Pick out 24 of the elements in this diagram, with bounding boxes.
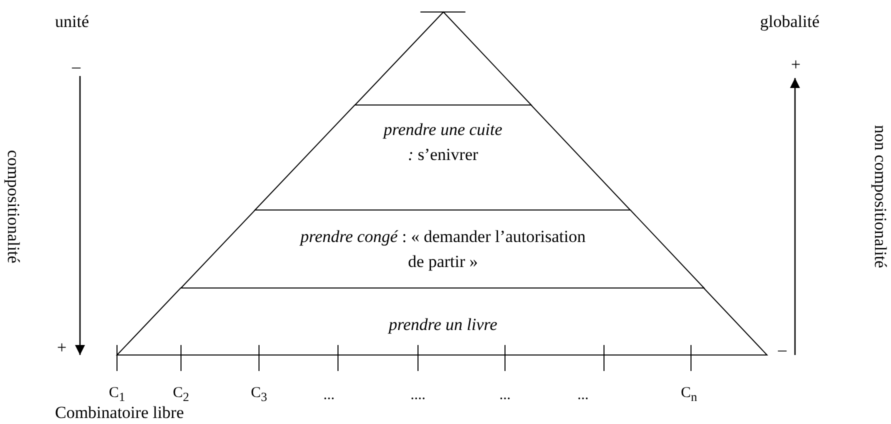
sign-label: – — [72, 57, 80, 77]
pyramid-apex — [354, 12, 531, 105]
tick-label: C$_{2}$ — [172, 384, 190, 406]
pole-label: unité — [55, 12, 89, 32]
sign-label: + — [791, 55, 801, 75]
sign-label: + — [57, 338, 67, 358]
pole-label: globalité — [760, 12, 820, 32]
band-text: prendre congé : « demander l’autorisation de partir » — [298, 226, 587, 273]
tick-label: ... — [499, 386, 511, 405]
tick-label: C$_{n}$ — [680, 384, 698, 406]
sign-label: – — [778, 340, 786, 360]
tick-label: ... — [323, 386, 335, 405]
axis-label: non compositionalité — [870, 125, 890, 268]
pyramid-band — [117, 288, 767, 355]
pyramid-band — [254, 105, 630, 210]
axis-caption: Combinatoire libre — [55, 403, 184, 423]
band-text: prendre un livre — [386, 314, 498, 336]
pyramid-band — [180, 210, 704, 288]
axis-label: compositionalité — [3, 150, 23, 264]
band-text: prendre une cuite : s’enivrer — [382, 119, 504, 166]
tick-label: C$_{1}$ — [108, 384, 126, 406]
tick-label: .... — [410, 386, 426, 405]
tick-label: C$_{3}$ — [250, 384, 268, 406]
tick-label: ... — [577, 386, 589, 405]
